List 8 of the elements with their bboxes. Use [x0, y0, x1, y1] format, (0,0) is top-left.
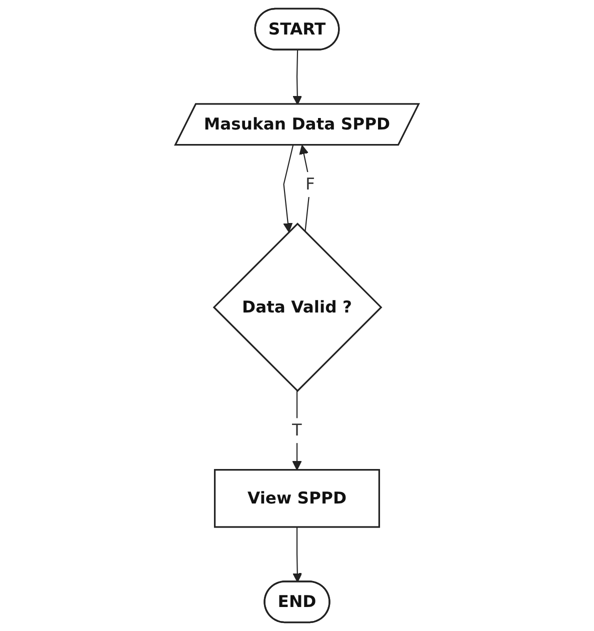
- arrow: [283, 145, 294, 232]
- edge-label: T: [292, 420, 302, 440]
- arrow: [292, 390, 302, 470]
- node-box: View SPPD: [214, 469, 380, 528]
- edge-label: F: [306, 174, 315, 194]
- arrow: [292, 527, 302, 582]
- arrow: [292, 50, 302, 105]
- node-diamond: Data Valid ?: [212, 222, 382, 392]
